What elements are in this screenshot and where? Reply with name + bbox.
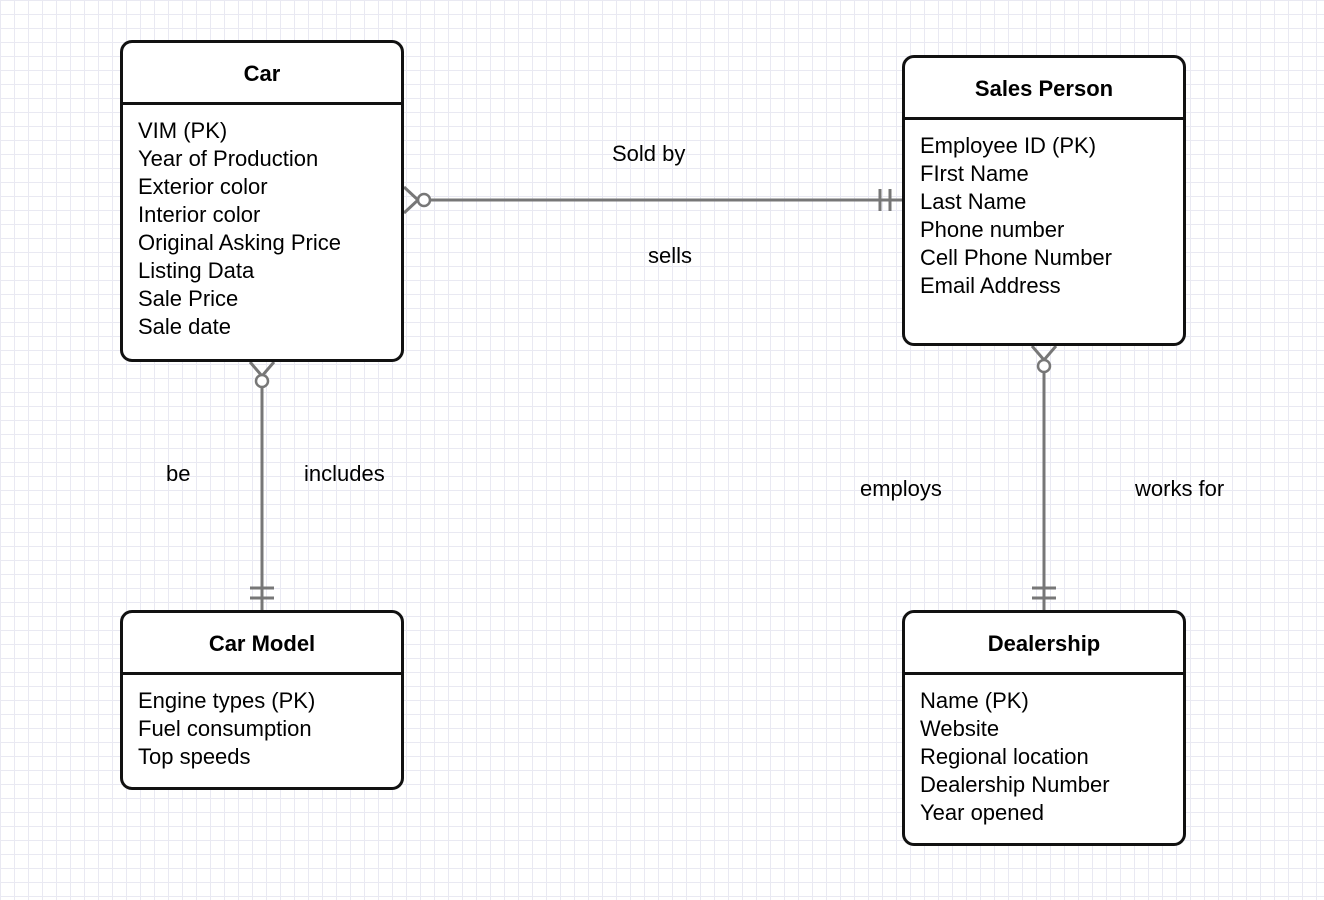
field-engine-types: Engine types (PK) (138, 688, 316, 713)
field-sale-price: Sale Price (138, 286, 239, 311)
field-vim: VIM (PK) (138, 118, 228, 143)
entity-fields: VIM (PK) Year of Production Exterior col… (123, 105, 401, 341)
field-first-name: FIrst Name (920, 161, 1029, 186)
optional-circle-icon (1036, 358, 1052, 374)
field-cell-phone-number: Cell Phone Number (920, 245, 1112, 270)
label-be: be (166, 461, 191, 486)
label-sold-by: Sold by (612, 141, 686, 166)
crowfoot-many-icon (402, 185, 421, 215)
entity-fields: Employee ID (PK) FIrst Name Last Name Ph… (905, 120, 1183, 300)
entity-fields: Name (PK) Website Regional location Deal… (905, 675, 1183, 827)
entity-car[interactable]: Car VIM (PK) Year of Production Exterior… (120, 40, 404, 362)
label-sells: sells (648, 243, 693, 268)
entity-dealership[interactable]: Dealership Name (PK) Website Regional lo… (902, 610, 1186, 846)
label-employs: employs (860, 476, 942, 501)
field-dealership-number: Dealership Number (920, 772, 1110, 797)
entity-title: Car (123, 43, 401, 105)
optional-circle-icon (416, 192, 432, 208)
field-sale-date: Sale date (138, 314, 231, 339)
field-fuel-consumption: Fuel consumption (138, 716, 312, 741)
entity-title: Car Model (123, 613, 401, 675)
label-works-for: works for (1135, 476, 1225, 501)
field-website: Website (920, 716, 1000, 741)
field-regional-location: Regional location (920, 744, 1089, 769)
field-listing-data: Listing Data (138, 258, 255, 283)
entity-title: Sales Person (905, 58, 1183, 120)
entity-fields: Engine types (PK) Fuel consumption Top s… (123, 675, 401, 771)
crowfoot-many-icon (1030, 345, 1058, 363)
field-last-name: Last Name (920, 189, 1027, 214)
field-interior-color: Interior color (138, 202, 261, 227)
field-employee-id: Employee ID (PK) (920, 133, 1097, 158)
field-original-asking-price: Original Asking Price (138, 230, 341, 255)
entity-car-model[interactable]: Car Model Engine types (PK) Fuel consump… (120, 610, 404, 790)
optional-circle-icon (254, 373, 270, 389)
field-name: Name (PK) (920, 688, 1029, 713)
field-year-of-production: Year of Production (138, 146, 319, 171)
field-email-address: Email Address (920, 273, 1061, 298)
field-top-speeds: Top speeds (138, 744, 251, 769)
label-includes: includes (304, 461, 385, 486)
field-phone-number: Phone number (920, 217, 1065, 242)
entity-sales-person[interactable]: Sales Person Employee ID (PK) FIrst Name… (902, 55, 1186, 346)
entity-title: Dealership (905, 613, 1183, 675)
field-year-opened: Year opened (920, 800, 1044, 825)
field-exterior-color: Exterior color (138, 174, 268, 199)
